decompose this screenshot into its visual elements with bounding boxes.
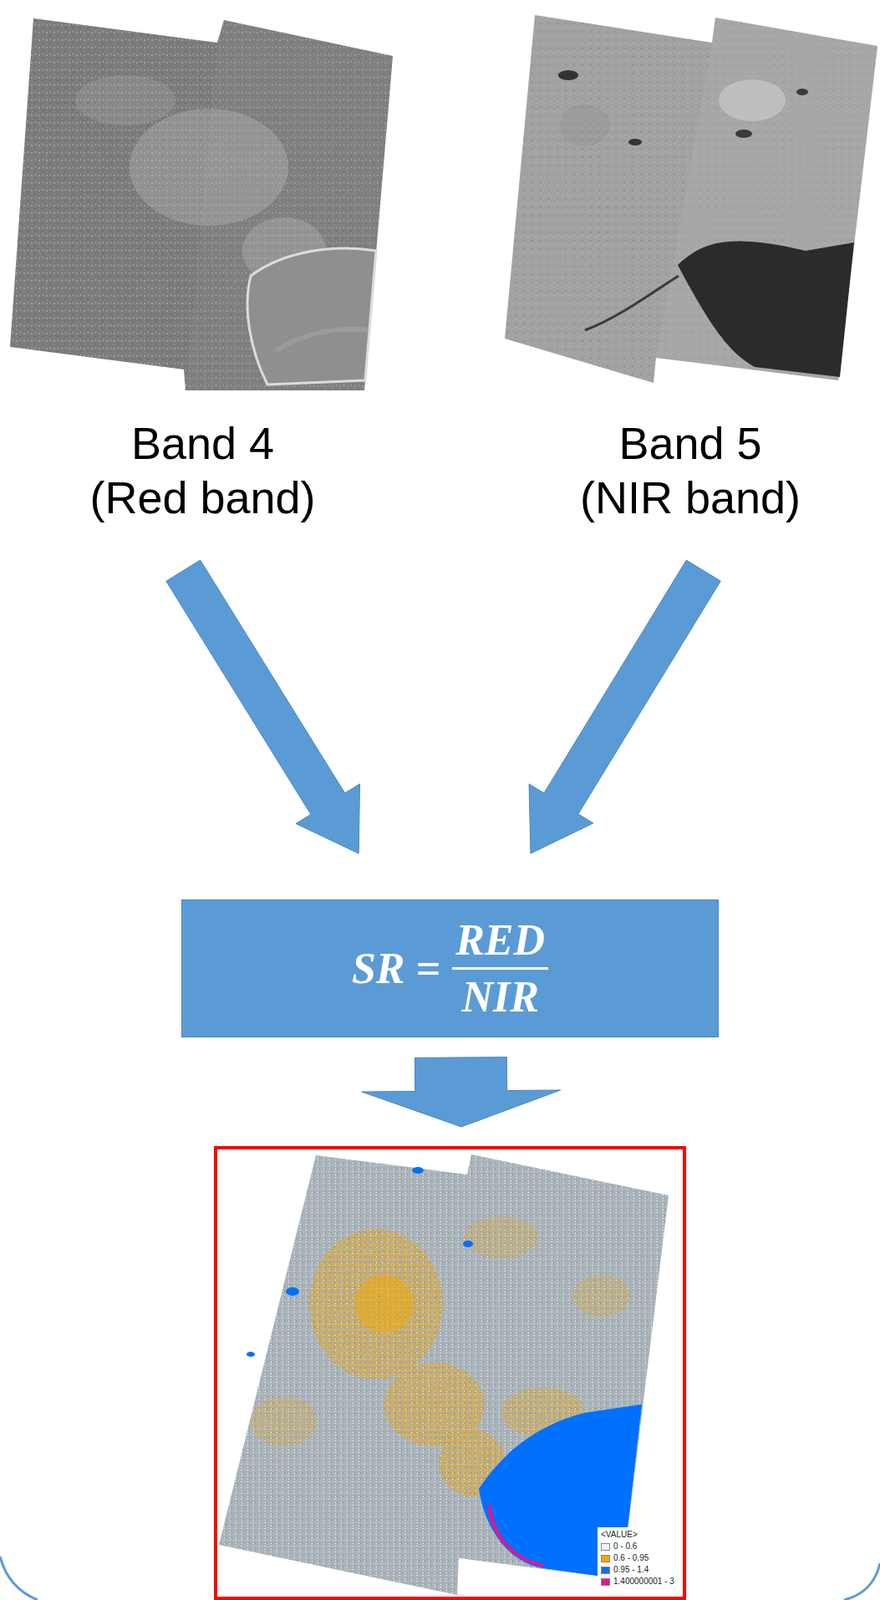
legend-swatch [600, 1577, 611, 1586]
band-image-panel: Band 5 (NIR band) [502, 16, 879, 525]
legend-swatch [600, 1542, 611, 1551]
legend-title: <VALUE> [600, 1528, 675, 1541]
legend-label: 0 - 0.6 [613, 1540, 637, 1552]
legend-label: 0.6 - 0.95 [613, 1551, 649, 1564]
legend-row: 0.95 - 1.4 [600, 1563, 675, 1576]
formula-lhs: SR = [351, 944, 441, 992]
legend-swatch [600, 1566, 611, 1574]
result-frame: <VALUE>0 - 0.60.6 - 0.950.95 - 1.41.4000… [213, 1145, 687, 1600]
legend-box: <VALUE>0 - 0.60.6 - 0.950.95 - 1.41.4000… [597, 1526, 678, 1589]
block-arrow [529, 559, 721, 854]
legend-row: 0.6 - 0.95 [600, 1551, 675, 1564]
block-arrow [166, 559, 361, 854]
legend-label: 0.95 - 1.4 [613, 1563, 649, 1576]
band-caption: Band 4 (Red band) [79, 416, 326, 525]
denominator: NIR [457, 969, 542, 1021]
legend-row: 0 - 0.6 [600, 1540, 675, 1552]
formula-box: SR =REDNIR [181, 899, 719, 1038]
block-arrow [361, 1057, 561, 1127]
fraction-bar [452, 966, 549, 970]
fraction: REDNIR [452, 915, 549, 1021]
numerator: RED [452, 915, 549, 967]
legend-label: 1.400000001 - 3 [613, 1575, 675, 1588]
legend-swatch [600, 1554, 611, 1562]
band-caption: Band 5 (NIR band) [567, 416, 814, 525]
band-image-panel: Band 4 (Red band) [8, 16, 397, 525]
legend-row: 1.400000001 - 3 [600, 1575, 675, 1588]
